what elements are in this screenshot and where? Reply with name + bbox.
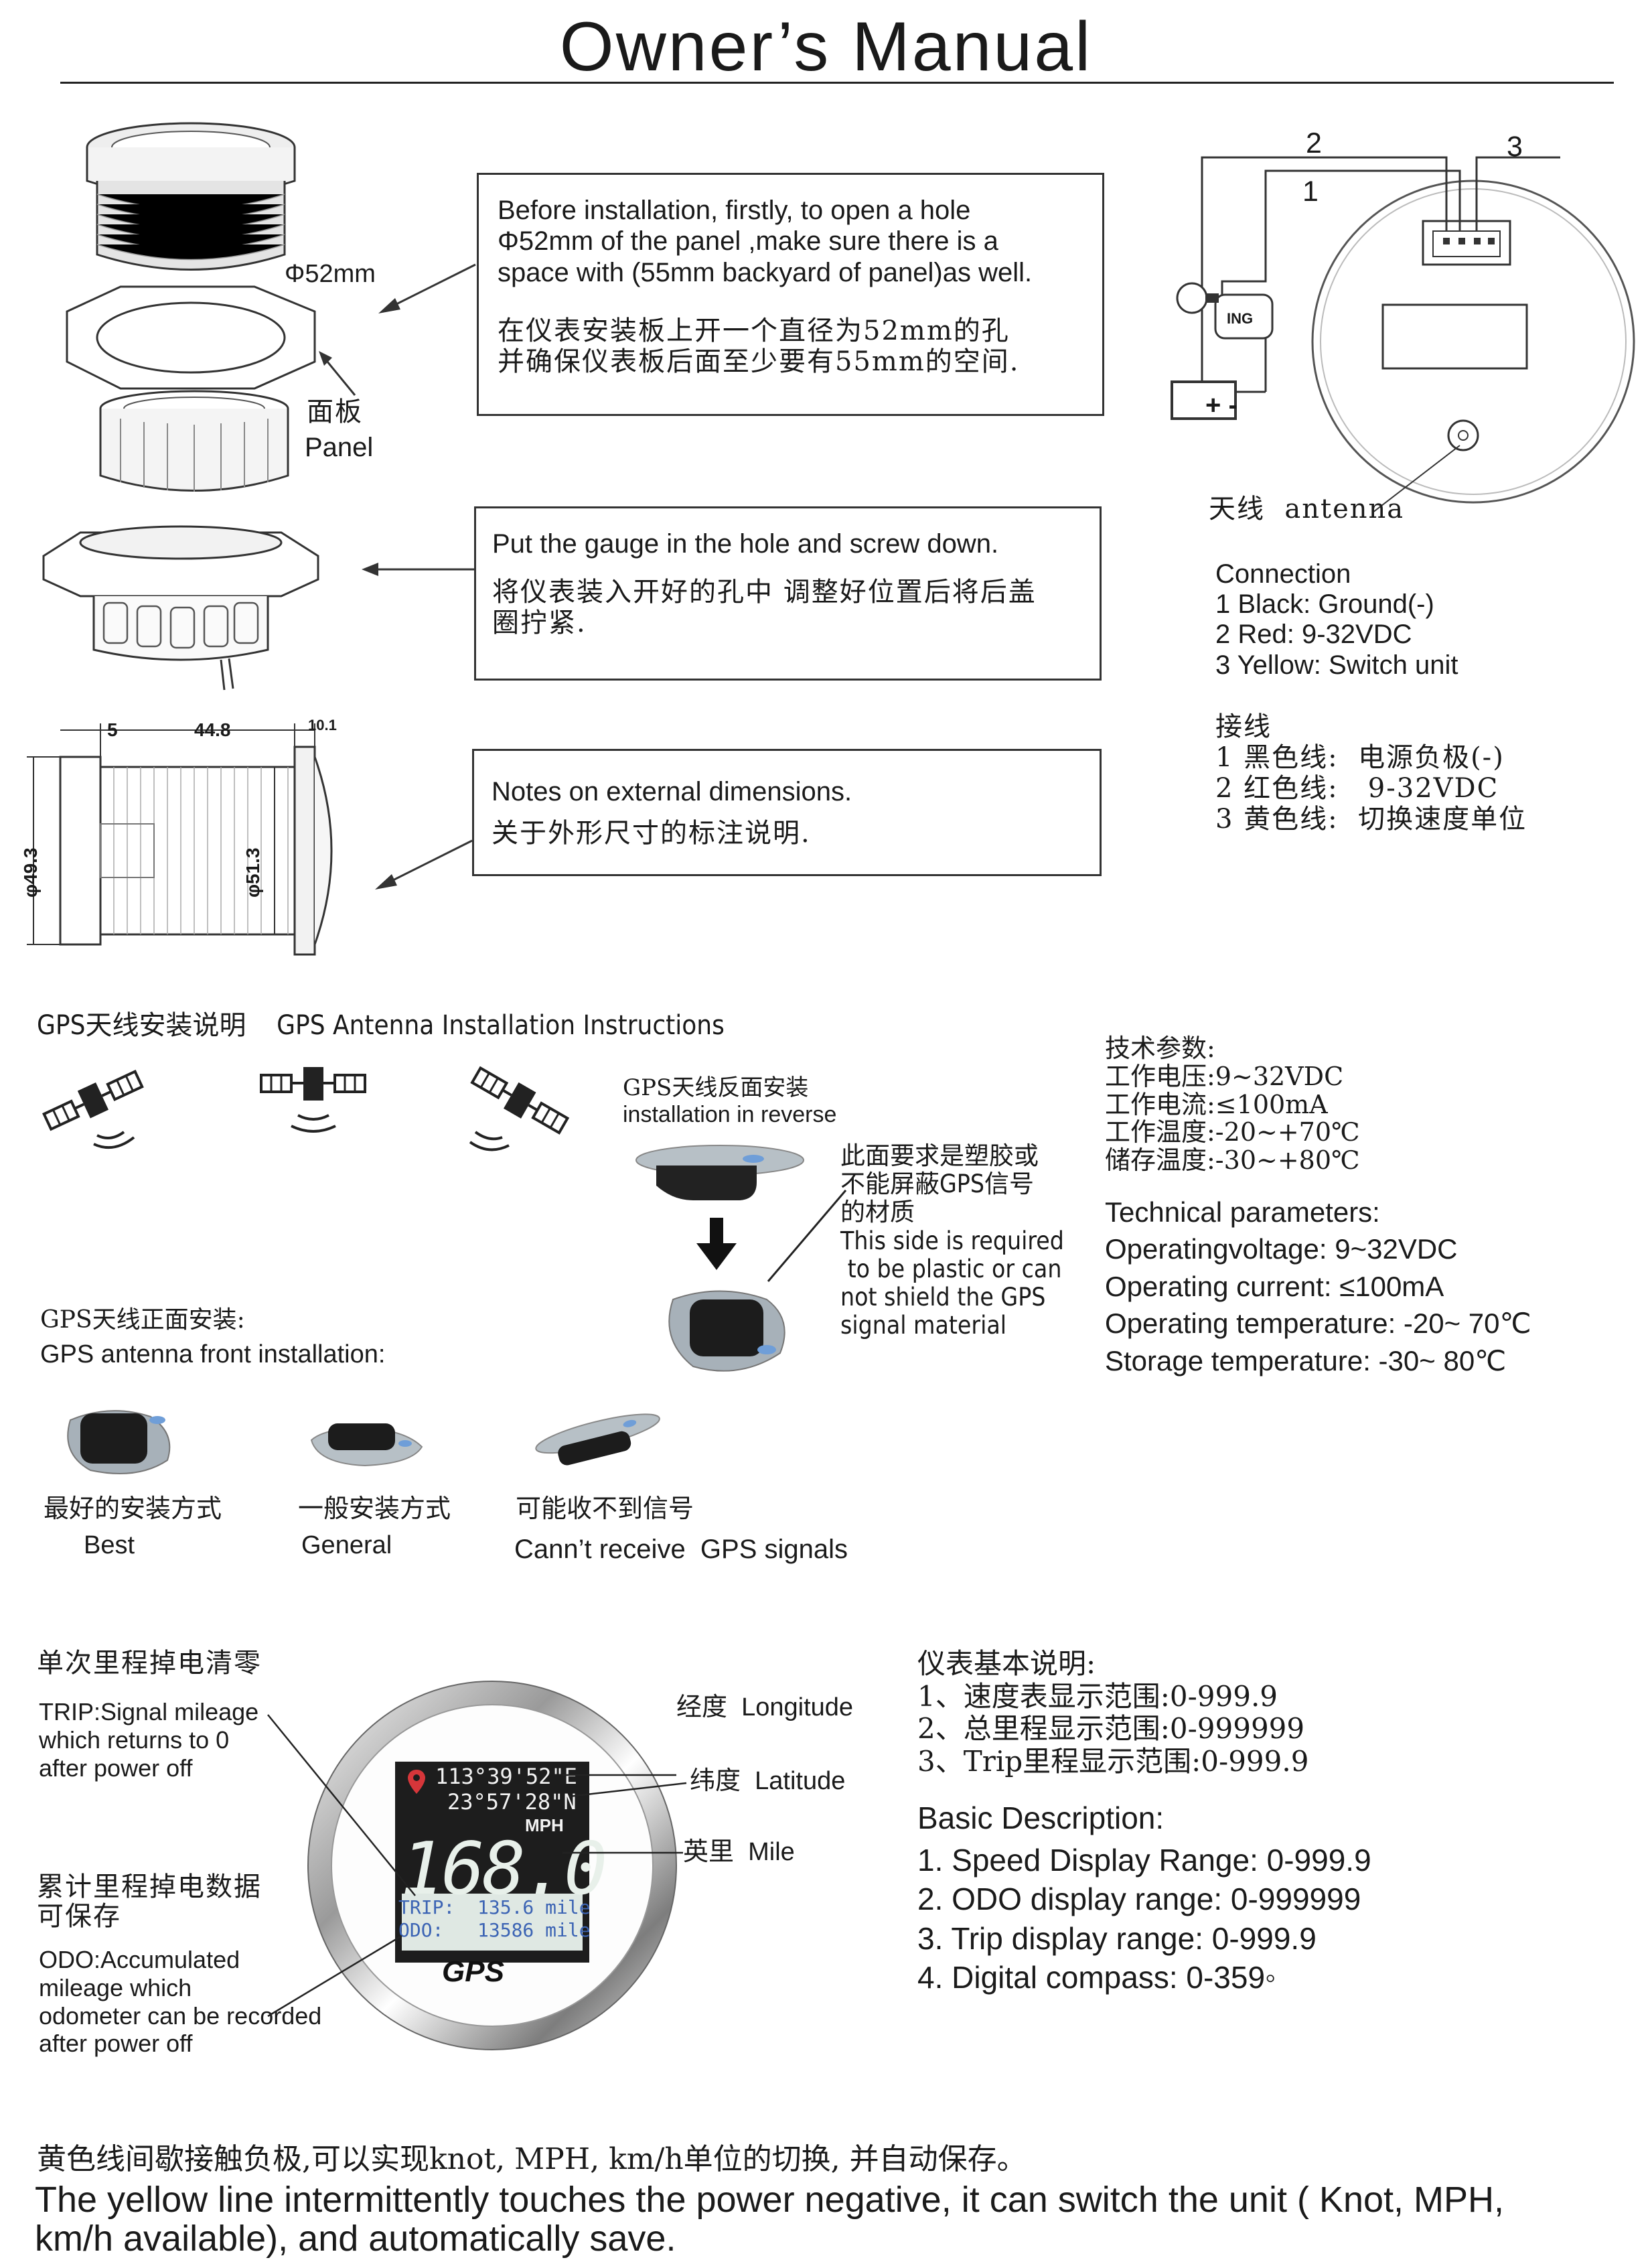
- tech-params-cn: 技术参数: 工作电压:9~32VDC 工作电流:≤100mA 工作温度:-20~…: [1105, 1034, 1360, 1176]
- general-label-cn: 一般安装方式: [298, 1494, 451, 1523]
- assembled-gauge-illustration: [42, 525, 319, 691]
- side-note-pointer: [767, 1190, 847, 1282]
- gauge-face: [307, 1681, 677, 2050]
- best-label-en: Best: [84, 1531, 135, 1559]
- gps-brand-logo: GPS: [442, 1955, 504, 1988]
- odo-note-cn: 累计里程掉电数据 可保存: [37, 1871, 262, 1932]
- trip-readout: TRIP: 135.6 mile: [398, 1896, 591, 1918]
- satellite-icon-1: [42, 1070, 144, 1149]
- battery-label: + -: [1205, 391, 1237, 420]
- antenna-noreceive-image: [535, 1413, 660, 1466]
- dimension-notes-box: Notes on external dimensions. 关于外形尺寸的标注说…: [472, 749, 1102, 876]
- dimension-drawing: [27, 723, 333, 956]
- wiring-diagram: [1171, 156, 1635, 513]
- panel-pointer-arrow: [319, 351, 356, 396]
- mile-label: 英里 Mile: [683, 1838, 795, 1866]
- longitude-readout: 113°39'52"E: [435, 1764, 577, 1789]
- speed-unit-readout: MPH: [525, 1815, 564, 1835]
- bezel-ring-illustration: [86, 122, 296, 271]
- arrow-to-screw-box: [362, 563, 475, 576]
- title-underline: [60, 82, 1614, 84]
- dim-49-3-label: φ49.3: [20, 847, 41, 898]
- antenna-reverse-bottom: [668, 1290, 785, 1372]
- dimension-notes-cn: 关于外形尺寸的标注说明.: [492, 818, 811, 849]
- footer-note-cn: 黄色线间歇接触负极,可以实现knot, MPH, km/h单位的切换, 并自动保…: [37, 2142, 1027, 2176]
- satellite-icon-3: [469, 1066, 570, 1151]
- gps-heading: GPS天线安装说明 GPS Antenna Installation Instr…: [37, 1010, 725, 1041]
- arrow-to-dims-box: [375, 839, 473, 890]
- odo-note-en: ODO:Accumulated mileage which odometer c…: [39, 1946, 322, 2058]
- odo-readout: ODO: 13586 mile: [398, 1919, 591, 1941]
- noreceive-label-cn: 可能收不到信号: [516, 1494, 694, 1523]
- dim-10-1-label: 10.1: [308, 717, 337, 733]
- hole-instructions-box: Before installation, firstly, to open a …: [477, 173, 1104, 416]
- page-title: Owner’s Manual: [559, 8, 1093, 86]
- antenna-best-image: [67, 1410, 171, 1474]
- front-install-cn: GPS天线正面安装:: [40, 1306, 245, 1334]
- front-install-en: GPS antenna front installation:: [40, 1340, 386, 1368]
- general-label-en: General: [301, 1531, 392, 1559]
- panel-label-en: Panel: [305, 433, 374, 462]
- side-material-note: 此面要求是塑胶或 不能屏蔽GPS信号 的材质 This side is requ…: [840, 1141, 1064, 1340]
- antenna-reverse-top: [635, 1145, 804, 1200]
- screw-instructions-cn: 将仪表装入开好的孔中 调整好位置后将后盖 圈拧紧.: [492, 577, 1037, 639]
- trip-note-en: TRIP:Signal mileage which returns to 0 a…: [39, 1698, 259, 1782]
- basic-description-list: 1. Speed Display Range: 0-999.9 2. ODO d…: [917, 1843, 1371, 1995]
- tech-params-en: Technical parameters: Operatingvoltage: …: [1105, 1196, 1531, 1376]
- dimension-notes-en: Notes on external dimensions.: [492, 777, 852, 806]
- connection-cn: 接线 1 黑色线: 电源负极(-) 2 红色线: 9-32VDC 3 黄色线: …: [1215, 711, 1527, 835]
- antenna-general-image: [310, 1423, 423, 1467]
- reverse-install-cn: GPS天线反面安装: [623, 1074, 809, 1101]
- dim-5-label: 5: [107, 719, 118, 740]
- best-label-cn: 最好的安装方式: [44, 1494, 222, 1523]
- reverse-install-en: installation in reverse: [623, 1102, 837, 1127]
- connection-en: Connection 1 Black: Ground(-) 2 Red: 9-3…: [1215, 559, 1458, 680]
- hole-diameter-label: Φ52mm: [285, 260, 376, 288]
- antenna-label: 天线 antenna: [1209, 494, 1405, 524]
- hole-instructions-en: Before installation, firstly, to open a …: [498, 196, 1033, 287]
- ignition-label: ING: [1227, 310, 1254, 327]
- screw-instructions-box: Put the gauge in the hole and screw down…: [474, 506, 1102, 681]
- panel-plate-illustration: [66, 285, 316, 390]
- pin-1-label: 1: [1302, 175, 1319, 208]
- dim-44-8-label: 44.8: [194, 719, 231, 740]
- trip-note-cn: 单次里程掉电清零: [37, 1648, 262, 1679]
- basic-description-cn: 仪表基本说明: 1、速度表显示范围:0-999.9 2、总里程显示范围:0-99…: [917, 1647, 1309, 1778]
- latitude-readout: 23°57'28"N: [447, 1789, 577, 1815]
- dim-51-3-label: φ51.3: [242, 847, 263, 898]
- satellite-icon-2: [260, 1067, 366, 1133]
- screw-instructions-en: Put the gauge in the hole and screw down…: [492, 529, 999, 559]
- location-pin-icon: [408, 1770, 425, 1794]
- longitude-label: 经度 Longitude: [676, 1693, 854, 1721]
- hole-instructions-cn: 在仪表安装板上开一个直径为52mm的孔 并确保仪表板后面至少要有55mm的空间.: [498, 315, 1020, 378]
- pin-3-label: 3: [1507, 131, 1523, 163]
- speed-readout: 168.0: [400, 1827, 607, 1911]
- noreceive-label-en: Cann’t receive GPS signals: [514, 1535, 848, 1564]
- basic-description-title: Basic Description:: [917, 1800, 1165, 1835]
- panel-label-cn: 面板: [307, 397, 363, 427]
- gauge-info-panel: [402, 1894, 583, 1951]
- footer-note-en: The yellow line intermittently touches t…: [35, 2180, 1505, 2259]
- down-arrow: [696, 1218, 737, 1270]
- nut-illustration: [99, 390, 289, 492]
- pin-2-label: 2: [1306, 127, 1322, 159]
- latitude-label: 纬度 Latitude: [690, 1767, 846, 1795]
- arrow-to-hole-box: [378, 263, 476, 313]
- gauge-callout-lines: [267, 1714, 687, 2018]
